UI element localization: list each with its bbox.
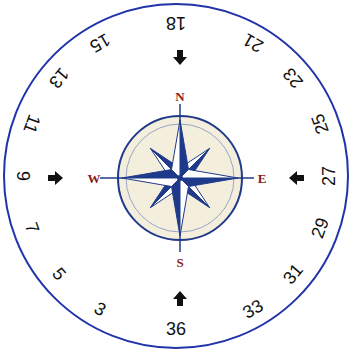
compass-letter: W bbox=[88, 172, 101, 185]
compass-rose bbox=[100, 104, 254, 252]
bearing-number: 18 bbox=[166, 14, 186, 32]
direction-arrows bbox=[48, 50, 304, 306]
compass-letter: S bbox=[176, 256, 183, 269]
bearing-number: 36 bbox=[166, 320, 186, 338]
bearing-number: 9 bbox=[14, 171, 32, 181]
compass-letter: N bbox=[175, 90, 184, 103]
compass-letter: E bbox=[258, 172, 267, 185]
dial-ring bbox=[4, 4, 348, 348]
bearing-number: 27 bbox=[320, 166, 338, 186]
